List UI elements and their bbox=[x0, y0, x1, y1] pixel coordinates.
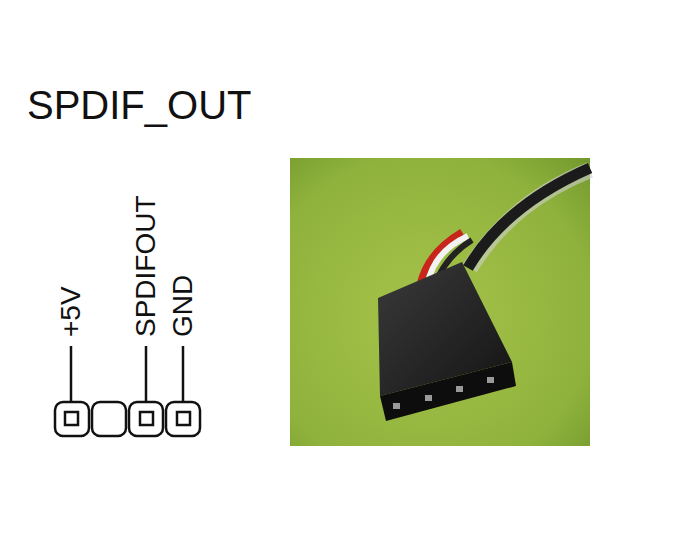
connector-photo bbox=[290, 158, 590, 446]
pin-header bbox=[55, 402, 200, 436]
pin-name: GND bbox=[169, 275, 197, 337]
pin-name: SPDIFOUT bbox=[132, 195, 160, 337]
leader-lines bbox=[71, 346, 183, 404]
pin-name: +5V bbox=[57, 286, 85, 337]
diagram-title: SPDIF_OUT bbox=[27, 83, 251, 127]
